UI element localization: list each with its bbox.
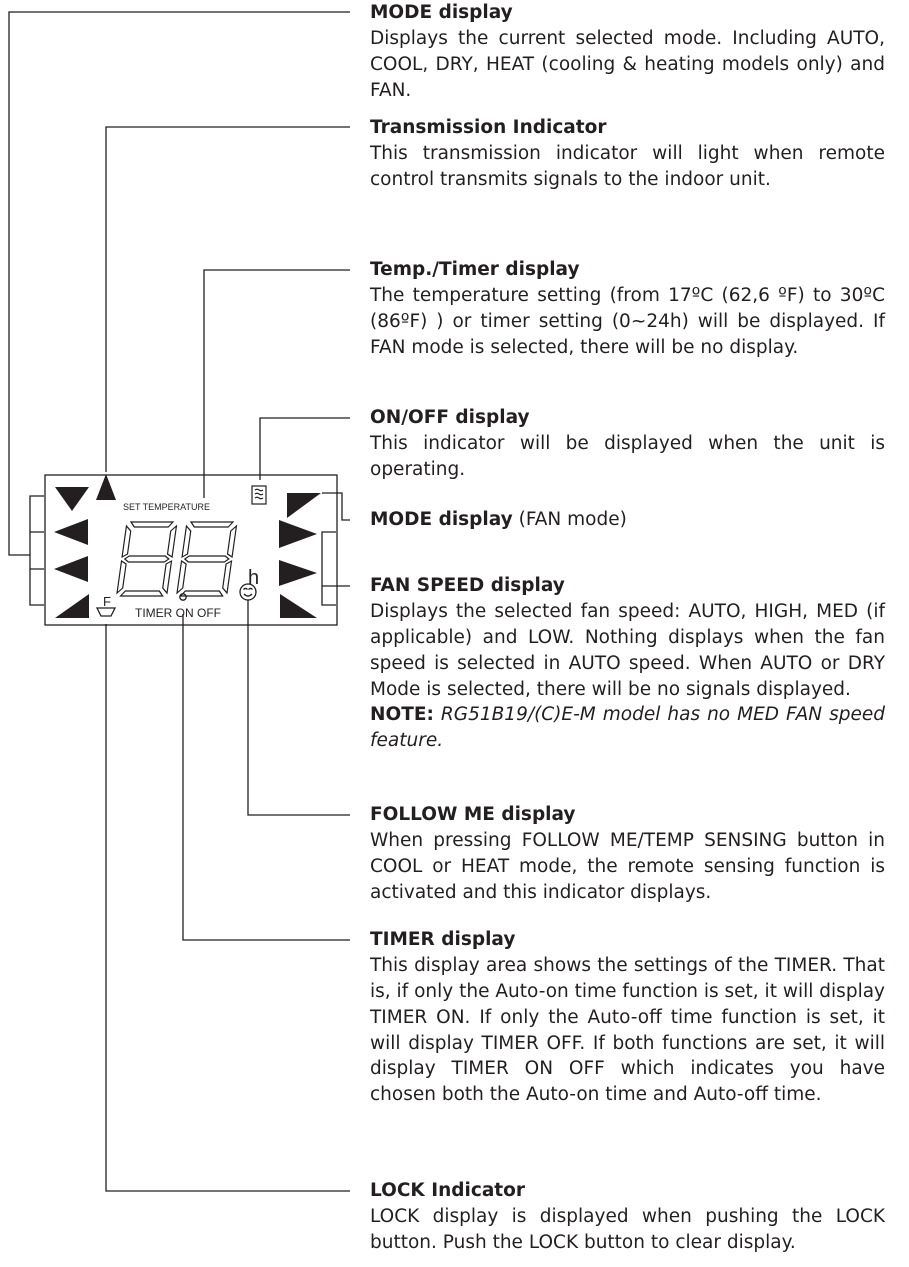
item-fan-speed: FAN SPEED display Displays the selected … xyxy=(370,573,885,754)
callout-mode-fan xyxy=(322,492,350,521)
lock-letter: F xyxy=(103,594,111,609)
arrow-icon xyxy=(55,487,89,511)
follow-me-icon xyxy=(239,583,257,601)
item-onoff: ON/OFF display This indicator will be di… xyxy=(370,405,885,483)
callout-temp xyxy=(203,269,350,498)
item-title: FOLLOW ME display xyxy=(370,804,576,825)
item-title: TIMER display xyxy=(370,929,516,950)
item-mode-display: MODE display Displays the current select… xyxy=(370,0,885,104)
item-body: The temperature setting (from 17ºC (62,6… xyxy=(370,284,885,358)
callout-lock xyxy=(105,624,350,1192)
item-transmission: Transmission Indicator This transmission… xyxy=(370,115,885,193)
callout-timer xyxy=(182,614,350,941)
item-body: LOCK display is displayed when pushing t… xyxy=(370,1205,885,1253)
item-title-suffix: (FAN mode) xyxy=(512,509,627,530)
set-temperature-label: SET TEMPERATURE xyxy=(123,502,210,512)
item-body: This display area shows the settings of … xyxy=(370,954,885,1106)
callout-mode xyxy=(8,11,350,556)
arrow-icon xyxy=(280,594,317,618)
item-title: MODE display (FAN mode) xyxy=(370,509,627,530)
timer-label: TIMER ON OFF xyxy=(135,606,221,620)
item-title: MODE display xyxy=(370,2,513,23)
item-body: Displays the current selected mode. Incl… xyxy=(370,27,885,101)
item-follow-me: FOLLOW ME display When pressing FOLLOW M… xyxy=(370,802,885,906)
arrow-icon xyxy=(54,519,88,545)
hour-unit: h xyxy=(248,567,259,589)
callout-transmission xyxy=(105,126,350,472)
lock-icon xyxy=(95,607,117,617)
arrow-icon xyxy=(54,556,88,582)
degree-circle xyxy=(179,593,187,601)
item-body: This transmission indicator will light w… xyxy=(370,142,885,190)
digit-display xyxy=(116,521,238,597)
arrow-icon xyxy=(279,560,317,586)
onoff-icon xyxy=(251,485,267,505)
item-note: NOTE: RG51B19/(C)E-M model has no MED FA… xyxy=(370,704,885,752)
item-body: When pressing FOLLOW ME/TEMP SENSING but… xyxy=(370,829,885,903)
arrow-icon xyxy=(96,474,116,500)
right-bracket xyxy=(321,531,336,606)
lcd-frame xyxy=(44,474,338,626)
item-body: Displays the selected fan speed: AUTO, H… xyxy=(370,600,885,700)
item-body: This indicator will be displayed when th… xyxy=(370,432,885,480)
left-bracket-top xyxy=(29,495,44,533)
left-bracket-bottom xyxy=(29,568,44,606)
item-mode-fan: MODE display (FAN mode) xyxy=(370,507,885,533)
arrow-icon xyxy=(55,594,89,618)
item-timer: TIMER display This display area shows th… xyxy=(370,927,885,1108)
item-title: LOCK Indicator xyxy=(370,1180,525,1201)
item-title: Temp./Timer display xyxy=(370,259,580,280)
callout-onoff xyxy=(259,417,350,480)
callout-followme xyxy=(247,600,350,816)
arrow-icon xyxy=(287,493,321,518)
item-title: ON/OFF display xyxy=(370,407,530,428)
item-temp-timer: Temp./Timer display The temperature sett… xyxy=(370,257,885,361)
item-title: FAN SPEED display xyxy=(370,575,565,596)
arrow-icon xyxy=(279,520,317,548)
item-lock: LOCK Indicator LOCK display is displayed… xyxy=(370,1178,885,1256)
item-title: Transmission Indicator xyxy=(370,117,607,138)
